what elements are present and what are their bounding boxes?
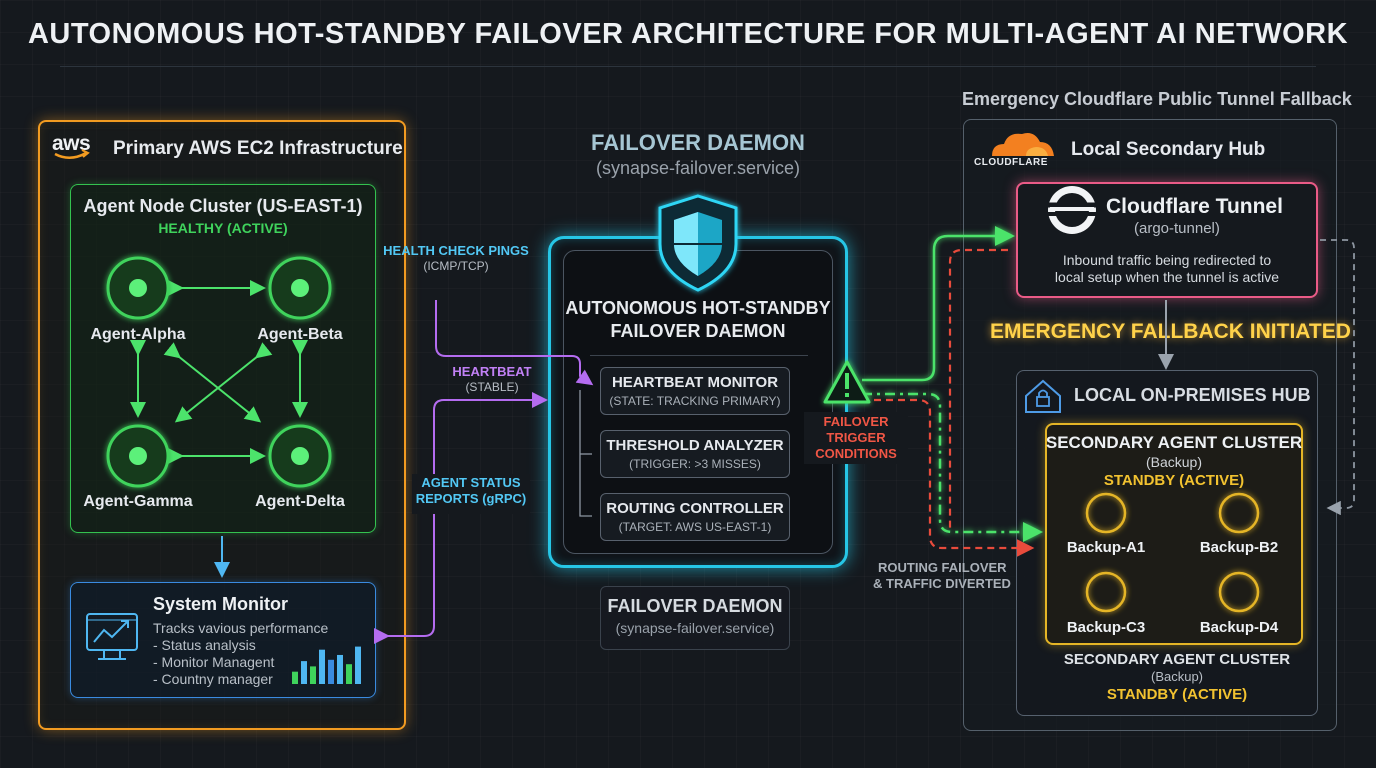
sec-footer-status: STANDBY (ACTIVE) (1106, 686, 1248, 703)
heartbeat-label: HEARTBEAT (452, 364, 532, 379)
tunnel-desc-line2: local setup when the tunnel is active (1054, 269, 1280, 285)
agent-label: Agent-Delta (255, 493, 345, 510)
backup-label: Backup-C3 (1066, 619, 1146, 636)
module-detail: (TRIGGER: >3 MISSES) (629, 457, 761, 471)
status-report-label: AGENT STATUS (421, 475, 521, 490)
tunnel-title: Cloudflare Tunnel (1106, 195, 1283, 218)
health-check-label: HEALTH CHECK PINGS (383, 243, 529, 258)
heartbeat-monitor-module (600, 367, 790, 415)
daemon-divider (590, 355, 808, 356)
heartbeat-monitor-link (374, 392, 548, 644)
threshold-analyzer-module (600, 430, 790, 478)
daemon-footer-service: (synapse-failover.service) (615, 620, 775, 636)
sec-cluster-sub: (Backup) (1145, 454, 1203, 470)
backup-label: Backup-A1 (1066, 539, 1146, 556)
sec-footer-title: SECONDARY AGENT CLUSTER (1063, 651, 1291, 668)
agent-label: Agent-Beta (257, 326, 343, 343)
tunnel-desc-line1: Inbound traffic being redirected to (1062, 252, 1272, 268)
daemon-footer-box (600, 586, 790, 650)
agent-label: Agent-Gamma (83, 493, 193, 510)
routing-failover-label: & TRAFFIC DIVERTED (873, 576, 1011, 591)
onprem-title: LOCAL ON-PREMISES HUB (1074, 385, 1311, 405)
cloudflare-logo: CLOUDFLARE (974, 157, 1048, 168)
daemon-footer-title: FAILOVER DAEMON (607, 596, 783, 616)
page-title: AUTONOMOUS HOT-STANDBY FAILOVER ARCHITEC… (27, 18, 1349, 50)
module-detail: (TARGET: AWS US-EAST-1) (618, 520, 772, 534)
monitor-line: - Countny manager (153, 671, 273, 687)
trigger-label: FAILOVER (823, 414, 889, 429)
backup-label: Backup-B2 (1199, 539, 1279, 556)
aws-panel-title: Primary AWS EC2 Infrastructure (113, 138, 403, 159)
secondary-hub-title: Local Secondary Hub (1071, 139, 1266, 160)
monitor-line: - Monitor Managent (153, 654, 275, 670)
status-report-label: REPORTS (gRPC) (415, 491, 527, 506)
cloudflare-tunnel-box (1016, 182, 1318, 298)
module-name: HEARTBEAT MONITOR (611, 374, 779, 391)
system-monitor-title: System Monitor (153, 594, 289, 614)
daemon-core-line2: FAILOVER DAEMON (610, 321, 786, 341)
daemon-core-line1: AUTONOMOUS HOT-STANDBY (565, 298, 831, 318)
trigger-label: CONDITIONS (815, 446, 897, 461)
daemon-service: (synapse-failover.service) (595, 158, 801, 178)
cluster-status: HEALTHY (ACTIVE) (158, 220, 288, 236)
cloudflare-fallback-header: Emergency Cloudflare Public Tunnel Fallb… (962, 89, 1352, 109)
routing-controller-module (600, 493, 790, 541)
agent-label: Agent-Alpha (90, 326, 186, 343)
cluster-title: Agent Node Cluster (US-EAST-1) (83, 196, 363, 216)
trigger-label-backdrop (804, 412, 908, 464)
title-divider (60, 66, 1316, 67)
sec-cluster-status: STANDBY (ACTIVE) (1103, 472, 1245, 489)
aws-logo: aws (52, 132, 91, 155)
heartbeat-sub: (STABLE) (465, 380, 519, 394)
sec-footer-sub: (Backup) (1150, 669, 1204, 684)
sec-cluster-title: SECONDARY AGENT CLUSTER (1045, 433, 1303, 452)
trigger-label: TRIGGER (826, 430, 886, 445)
routing-failover-label: ROUTING FAILOVER (878, 560, 1007, 575)
monitor-line: - Status analysis (153, 637, 256, 653)
tunnel-sub: (argo-tunnel) (1134, 220, 1220, 237)
module-name: THRESHOLD ANALYZER (606, 437, 784, 454)
emergency-fallback-label: EMERGENCY FALLBACK INITIATED (990, 320, 1351, 343)
monitor-line: Tracks vavious performance (153, 620, 329, 636)
module-detail: (STATE: TRACKING PRIMARY) (609, 394, 781, 408)
daemon-title: FAILOVER DAEMON (591, 130, 805, 155)
agent-node-cluster (70, 184, 376, 533)
module-name: ROUTING CONTROLLER (606, 500, 784, 517)
health-check-sub: (ICMP/TCP) (423, 259, 489, 273)
status-label-backdrop (412, 474, 530, 514)
backup-label: Backup-D4 (1199, 619, 1279, 636)
